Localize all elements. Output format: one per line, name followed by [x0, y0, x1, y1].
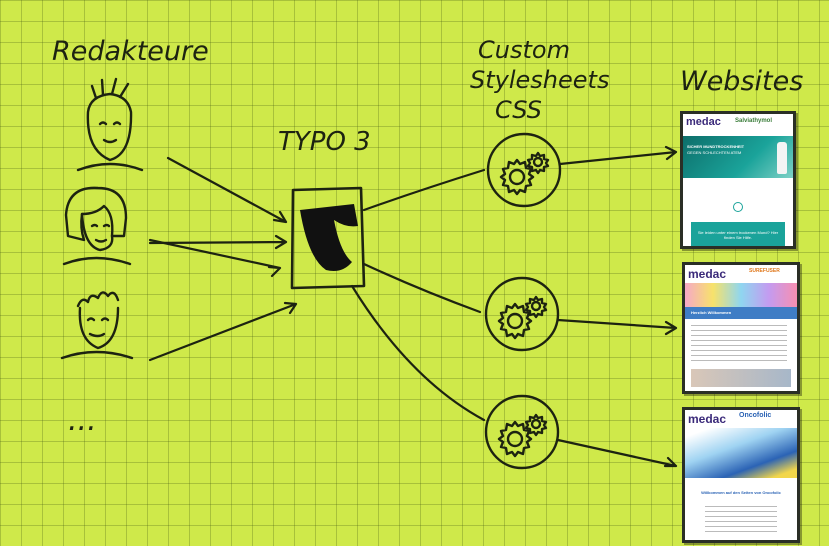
colorful-hero-image	[685, 283, 797, 307]
css-to-website-arrows	[556, 145, 678, 468]
typo3-heading: TYPO 3	[278, 127, 371, 157]
website-thumbnail-oncofolic: medac Oncofolic Willkommen auf den Seite…	[682, 407, 800, 543]
body-text-lines	[705, 506, 777, 536]
css-gear-1	[486, 132, 562, 208]
websites-heading: Websites	[680, 66, 803, 97]
medac-logo: medac	[686, 116, 721, 128]
css-heading-line3: CSS	[495, 96, 542, 124]
more-editors-ellipsis: ...	[68, 403, 97, 438]
css-heading-line2: Stylesheets	[470, 66, 609, 94]
footer-text: Sie leiden unter einem trockenen Mund? H…	[697, 230, 779, 240]
welcome-heading: Herzlich Willkommen	[691, 310, 732, 315]
website-thumbnail-salviathymol: medac Salviathymol SICHER MUNDTROCKENHEI…	[680, 111, 796, 249]
welcome-heading: Willkommen auf den Seiten von Oncofolic	[701, 490, 781, 495]
hero-banner: SICHER MUNDTROCKENHEIT GEGEN SCHLECHTEN …	[683, 136, 793, 178]
surefuser-brand: SUREFUSER	[749, 268, 780, 274]
typo3-logo-icon	[300, 204, 358, 271]
website-thumbnail-surefuser: medac SUREFUSER Herzlich Willkommen	[682, 262, 800, 394]
css-gear-3	[484, 394, 560, 470]
css-heading-line1: Custom	[478, 36, 570, 64]
teal-footer-block: Sie leiden unter einem trockenen Mund? H…	[691, 222, 785, 246]
medac-logo: medac	[688, 267, 727, 281]
banner-text-1: SICHER MUNDTROCKENHEIT	[687, 144, 745, 149]
typo3-to-css-arrows	[350, 168, 486, 422]
medac-logo: medac	[688, 412, 727, 426]
editor-icon-1	[76, 77, 144, 172]
spray-bottle-image	[777, 142, 787, 174]
oncofolic-brand: Oncofolic	[739, 412, 772, 419]
banner-text-2: GEGEN SCHLECHTEN ATEM	[687, 150, 742, 155]
editors-heading: Redakteure	[52, 36, 209, 67]
body-text-lines	[691, 325, 787, 363]
footer-image	[691, 369, 791, 387]
editor-arrows	[148, 156, 298, 362]
check-icon	[733, 202, 743, 212]
css-gear-2	[484, 276, 560, 352]
editor-icon-3	[60, 291, 134, 360]
splash-hero-image	[685, 428, 797, 478]
editor-icon-2	[62, 186, 132, 266]
typo3-box	[290, 186, 366, 290]
salviathymol-brand: Salviathymol	[735, 118, 773, 124]
heading-bar: Herzlich Willkommen	[685, 307, 797, 319]
